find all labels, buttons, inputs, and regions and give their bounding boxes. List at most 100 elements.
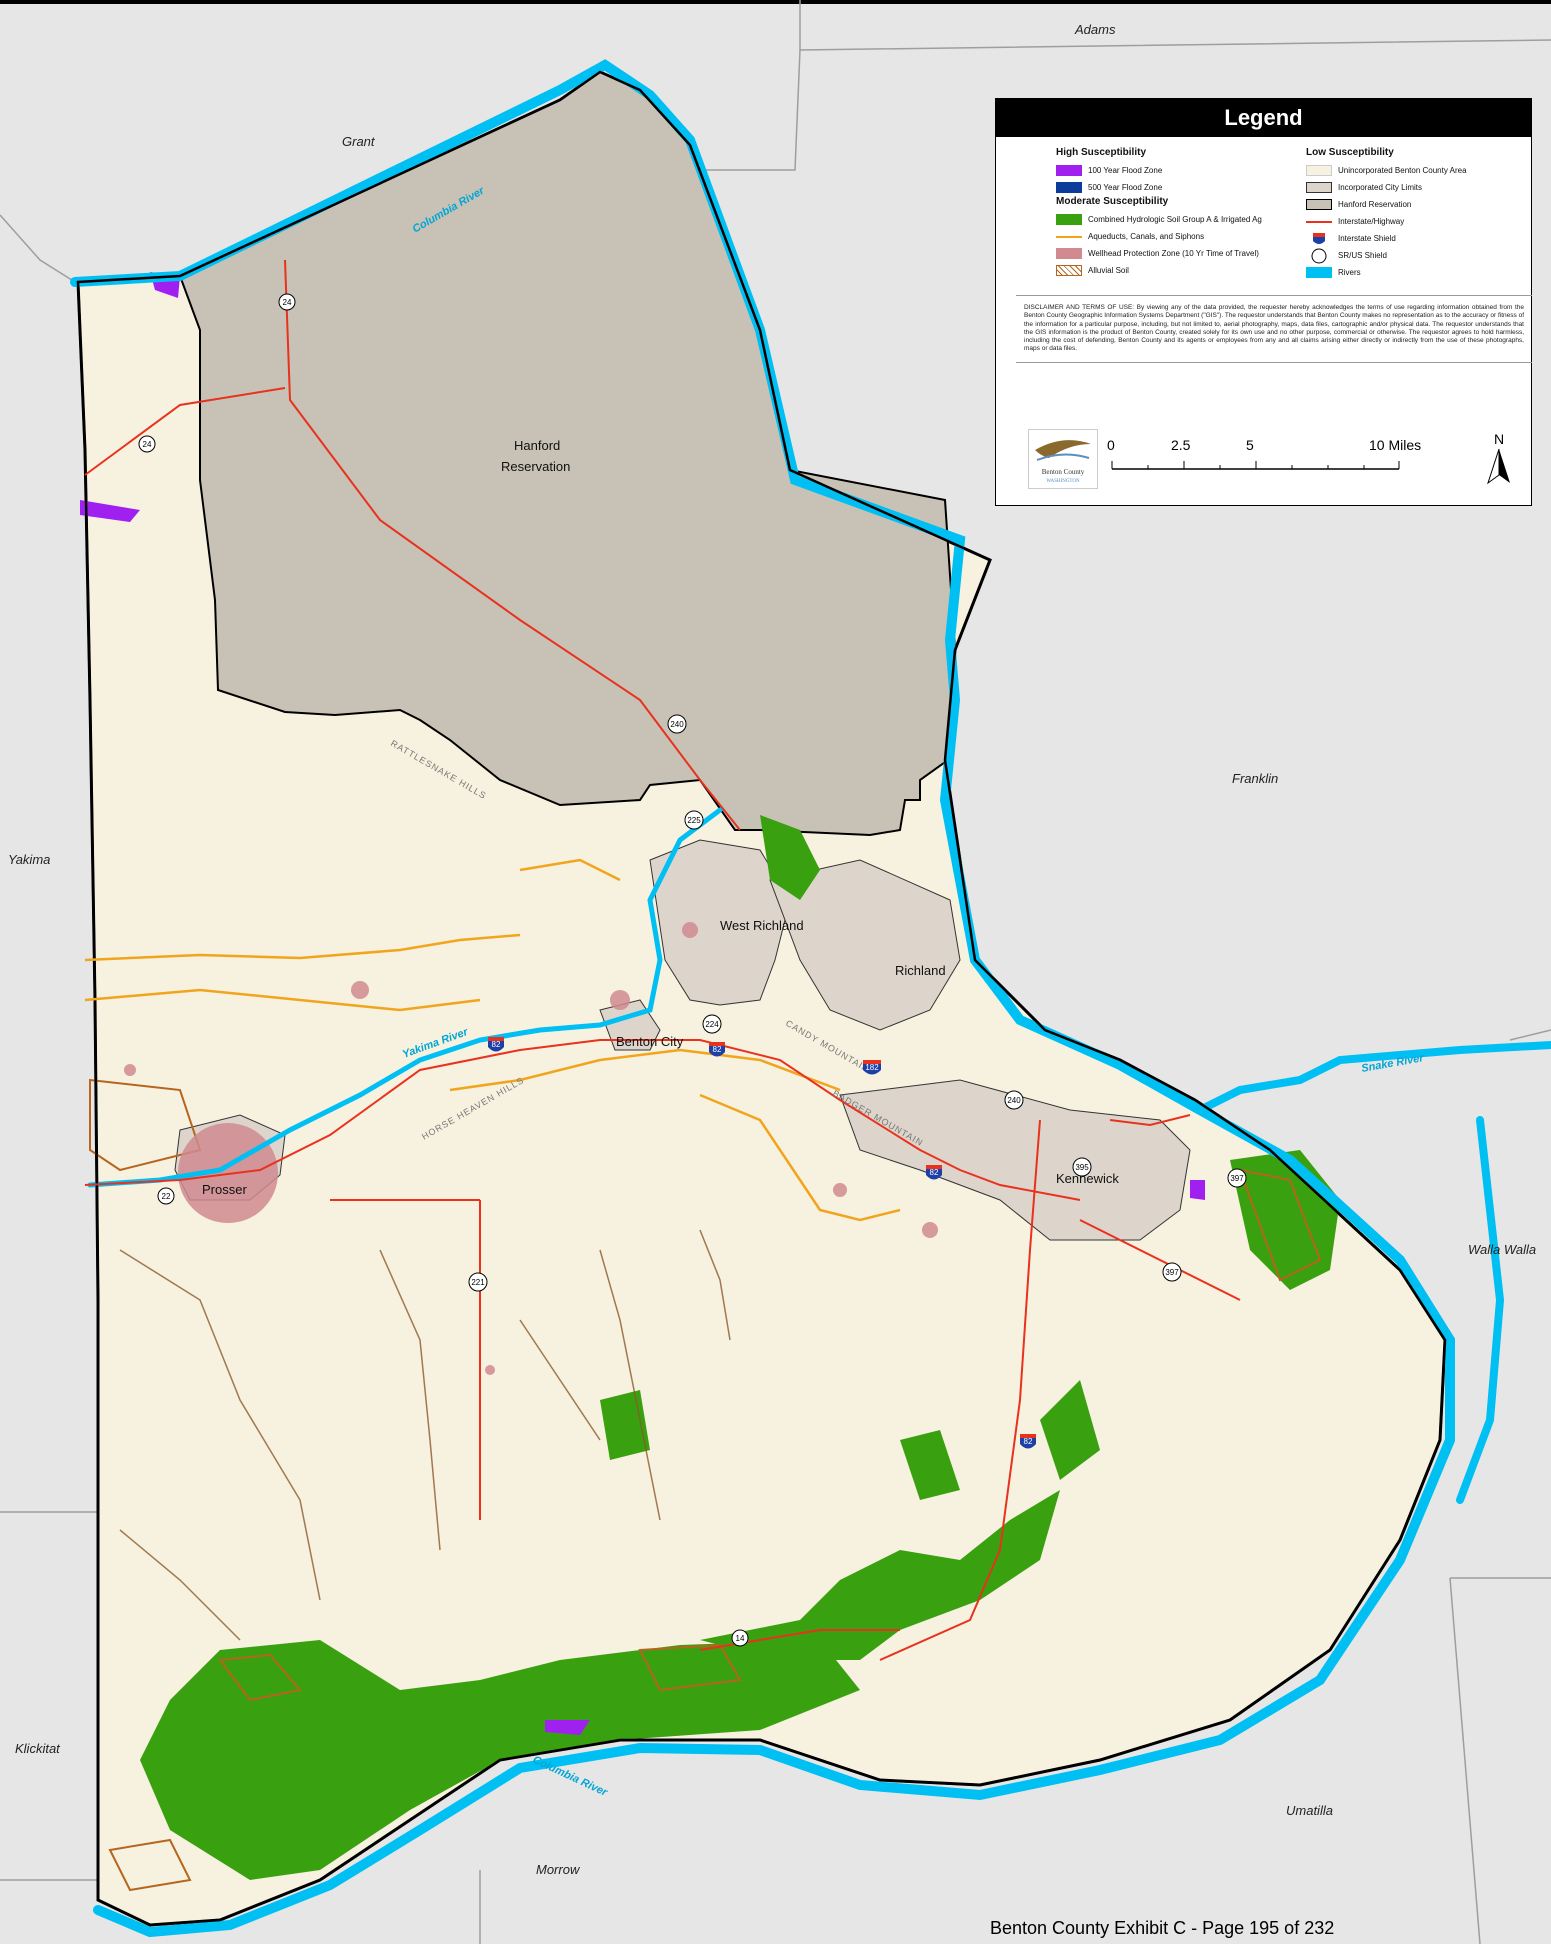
legend-item-rivers: Rivers (1306, 264, 1521, 281)
interstate-shield: 182 (863, 1060, 881, 1075)
logo-icon: Benton County WASHINGTON (1035, 440, 1091, 484)
sr-shield: 24 (138, 435, 156, 453)
svg-text:82: 82 (492, 1040, 501, 1049)
sr-shield: 240 (1004, 1090, 1024, 1110)
svg-text:240: 240 (670, 720, 684, 729)
svg-text:395: 395 (1075, 1163, 1089, 1172)
legend-left-column: High Susceptibility 100 Year Flood Zone … (1056, 147, 1296, 279)
legend-label: Interstate/Highway (1338, 217, 1405, 226)
legend-item-alluvial: Alluvial Soil (1056, 262, 1296, 279)
label-hanford-reservation-line1: Hanford (514, 438, 560, 453)
legend-item-wellhead: Wellhead Protection Zone (10 Yr Time of … (1056, 245, 1296, 262)
north-arrow-icon (1487, 448, 1510, 485)
svg-text:14: 14 (736, 1634, 745, 1643)
legend-label: Aqueducts, Canals, and Siphons (1088, 232, 1205, 241)
county-label-franklin: Franklin (1232, 771, 1278, 786)
scale-label-0: 0 (1107, 437, 1115, 453)
interstate-shield: 82 (1020, 1434, 1036, 1449)
sr-shield-icon (1311, 248, 1327, 263)
benton-county-logo: Benton County WASHINGTON (1028, 429, 1098, 489)
legend-item-aqueducts: Aqueducts, Canals, and Siphons (1056, 228, 1296, 245)
svg-text:82: 82 (1024, 1437, 1033, 1446)
legend-high-heading: High Susceptibility (1056, 147, 1147, 158)
county-label-walla-walla: Walla Walla (1468, 1242, 1536, 1257)
svg-text:Benton County: Benton County (1042, 468, 1085, 476)
interstate-shield: 82 (488, 1037, 504, 1052)
sr-shield: 397 (1162, 1262, 1182, 1282)
canals (84, 858, 901, 1222)
scale-bar: 0 2.5 5 10 Miles (1107, 437, 1431, 487)
swatch-soil (1056, 214, 1082, 225)
legend-label: 100 Year Flood Zone (1088, 166, 1163, 175)
legend-label: Unincorporated Benton County Area (1338, 166, 1467, 175)
sr-shield: 22 (157, 1187, 175, 1205)
legend-label: 500 Year Flood Zone (1088, 183, 1163, 192)
flood-100 (80, 272, 1205, 1735)
legend-low-heading: Low Susceptibility (1306, 147, 1394, 158)
swatch-rivers (1306, 267, 1332, 278)
legend-label: Rivers (1338, 268, 1361, 277)
svg-text:24: 24 (283, 298, 292, 307)
legend-item-flood100: 100 Year Flood Zone (1056, 162, 1296, 179)
svg-text:225: 225 (687, 816, 701, 825)
label-prosser: Prosser (202, 1182, 247, 1197)
legend-moderate-heading: Moderate Susceptibility (1056, 196, 1169, 207)
north-label: N (1493, 431, 1505, 447)
legend-label: Incorporated City Limits (1338, 183, 1423, 192)
legend-title: Legend (996, 99, 1531, 137)
swatch-hanford (1306, 199, 1332, 210)
scale-label-2-5: 2.5 (1171, 437, 1191, 453)
svg-text:224: 224 (705, 1020, 719, 1029)
swatch-wellhead (1056, 248, 1082, 259)
svg-text:82: 82 (930, 1168, 939, 1177)
svg-text:240: 240 (1007, 1096, 1021, 1105)
interstate-shields: 82 82 82 82 182 (488, 1037, 1036, 1449)
county-outline (76, 70, 1447, 1927)
highways (84, 259, 1241, 1661)
legend-item-flood500: 500 Year Flood Zone (1056, 179, 1296, 196)
legend-label: SR/US Shield (1338, 251, 1387, 260)
legend-item-soil: Combined Hydrologic Soil Group A & Irrig… (1056, 211, 1296, 228)
label-richland: Richland (895, 963, 946, 978)
sr-shield: 225 (684, 810, 704, 830)
svg-text:22: 22 (162, 1192, 171, 1201)
sr-shield: 14 (731, 1629, 749, 1647)
label-west-richland: West Richland (720, 918, 804, 933)
legend-panel: Legend High Susceptibility 100 Year Floo… (995, 98, 1532, 506)
legend-item-hanford: Hanford Reservation (1306, 196, 1521, 213)
legend-label: Wellhead Protection Zone (10 Yr Time of … (1088, 249, 1259, 258)
drainage (119, 1229, 731, 1641)
legend-item-incorporated: Incorporated City Limits (1306, 179, 1521, 196)
svg-text:397: 397 (1230, 1174, 1244, 1183)
svg-text:WASHINGTON: WASHINGTON (1046, 479, 1080, 484)
label-kennewick: Kennewick (1056, 1171, 1119, 1186)
county-label-umatilla: Umatilla (1286, 1803, 1333, 1818)
county-label-adams: Adams (1074, 22, 1116, 37)
sr-shield: 240 (667, 714, 687, 734)
legend-label: Combined Hydrologic Soil Group A & Irrig… (1088, 215, 1262, 224)
sr-shield: 24 (278, 293, 296, 311)
svg-text:182: 182 (865, 1063, 879, 1072)
alluvial-soil (89, 1078, 1322, 1892)
legend-label: Alluvial Soil (1088, 266, 1129, 275)
swatch-alluvial (1056, 265, 1082, 276)
county-label-morrow: Morrow (536, 1862, 581, 1877)
label-benton-city: Benton City (616, 1034, 684, 1049)
sr-shield: 221 (468, 1272, 488, 1292)
svg-text:397: 397 (1165, 1268, 1179, 1277)
legend-item-interstate: Interstate/Highway (1306, 213, 1521, 230)
legend-label: Interstate Shield (1338, 234, 1396, 243)
swatch-interstate (1306, 220, 1332, 223)
scale-label-5: 5 (1246, 437, 1254, 453)
svg-text:82: 82 (713, 1045, 722, 1054)
sr-shield: 224 (702, 1014, 722, 1034)
sr-shield: 397 (1227, 1168, 1247, 1188)
swatch-incorporated (1306, 182, 1332, 193)
sr-shield: 395 (1072, 1157, 1092, 1177)
svg-text:24: 24 (143, 440, 152, 449)
legend-item-srus-shield: SR/US Shield (1306, 247, 1521, 264)
interstate-shield: 82 (926, 1165, 942, 1180)
page-footer: Benton County Exhibit C - Page 195 of 23… (990, 1918, 1335, 1938)
disclaimer-text: DISCLAIMER AND TERMS OF USE: By viewing … (1016, 295, 1532, 363)
north-arrow: N (1484, 431, 1514, 491)
